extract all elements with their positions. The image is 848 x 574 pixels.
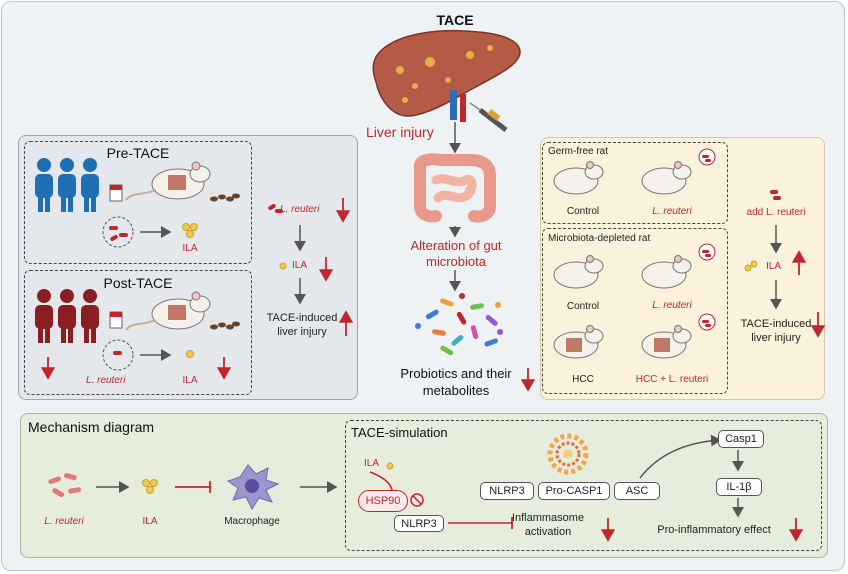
inflammasome-icon [547, 433, 589, 475]
rat-depleted-hcc [553, 325, 604, 359]
inflammasome-label-1: Inflammasome [511, 512, 585, 524]
feces-icon-post [210, 321, 240, 330]
ila-molecule-sim [386, 462, 394, 470]
sample-tube-icon [109, 184, 123, 329]
inflammasome-label-2: activation [524, 526, 572, 538]
feces-icon-pre [210, 193, 240, 202]
bacteria-circle-pre [102, 216, 134, 248]
rat-icon-pre [125, 161, 211, 201]
bacteria-circle-post [102, 339, 134, 371]
probiotics-label-2: metabolites [422, 383, 490, 398]
rat-depleted-hcc-reuteri [641, 313, 716, 359]
prohibit-icon [410, 493, 424, 507]
il1b-node: IL-1β [716, 478, 762, 496]
macrophage-label: Macrophage [224, 516, 280, 527]
pre-tace-label: Pre-TACE [106, 145, 170, 161]
ila-label-pre: ILA [182, 243, 198, 254]
bacteria-cluster-icon [415, 293, 503, 356]
rat-icon-post [125, 291, 211, 331]
post-tace-label: Post-TACE [103, 275, 173, 291]
alteration-label-1: Alteration of gut [410, 238, 502, 253]
mechanism-title: Mechanism diagram [28, 419, 155, 435]
pre-tace-box [24, 141, 252, 264]
alteration-label-2: microbiota [426, 254, 486, 269]
germfree-label: Germ-free rat [548, 146, 609, 157]
depleted-hcc-reuteri-label: HCC + L. reuteri [635, 374, 709, 385]
right-injury-label-2: liver injury [751, 332, 801, 344]
summary-injury-label-1: TACE-induced [266, 312, 338, 324]
sim-title: TACE-simulation [351, 425, 448, 440]
post-tace-box [24, 270, 252, 395]
ila-molecule-right [744, 260, 758, 272]
liver-icon [372, 30, 521, 122]
rat-depleted-control [553, 255, 604, 289]
nlrp3-lower-node: NLRP3 [394, 515, 444, 532]
depleted-box [542, 228, 728, 394]
asc-node: ASC [614, 482, 660, 500]
right-injury-label-1: TACE-induced [740, 318, 812, 330]
summary-ila-label: ILA [292, 260, 308, 271]
ila-molecule-mech [142, 479, 158, 494]
hsp90-node: HSP90 [358, 490, 408, 512]
human-figures-darkred [35, 289, 99, 343]
reuteri-label-post: L. reuteri [86, 375, 126, 386]
reuteri-small-icon [268, 204, 283, 213]
germfree-control-label: Control [566, 206, 600, 217]
figure-title: TACE [436, 12, 474, 28]
add-reuteri-label: add L. reuteri [746, 207, 806, 218]
intestine-icon [413, 153, 496, 223]
reuteri-small-icon-right [770, 190, 781, 200]
depleted-hcc-label: HCC [572, 374, 594, 385]
probiotics-label-1: Probiotics and their [400, 366, 512, 381]
ila-molecule-post [186, 350, 194, 358]
right-ila-label: ILA [766, 261, 782, 272]
reuteri-bacteria-icon [48, 473, 82, 498]
human-figures-blue [35, 158, 99, 212]
ila-label-post: ILA [182, 375, 198, 386]
rat-germfree-control [553, 161, 604, 195]
casp1-node: Casp1 [718, 430, 764, 448]
proinflam-label: Pro-inflammatory effect [657, 524, 771, 536]
summary-reuteri-label: L. reuteri [280, 204, 320, 215]
tace-simulation-box [345, 420, 822, 551]
rat-depleted-reuteri [641, 243, 716, 289]
macrophage-icon [226, 464, 280, 511]
liver-injury-label: Liver injury [366, 124, 434, 140]
depleted-control-label: Control [566, 301, 600, 312]
germfree-box [542, 142, 728, 224]
depleted-label: Microbiota-depleted rat [548, 233, 651, 244]
summary-injury-label-2: liver injury [277, 326, 327, 338]
sim-ila-label: ILA [364, 458, 380, 469]
arrow-asc-to-casp1 [639, 434, 722, 479]
mech-reuteri-label: L. reuteri [44, 516, 84, 527]
mech-ila-label: ILA [142, 516, 158, 527]
germfree-reuteri-label: L. reuteri [652, 206, 692, 217]
rat-germfree-reuteri [641, 148, 716, 195]
syringe-icon [469, 102, 508, 132]
pro-casp1-node: Pro-CASP1 [538, 482, 610, 500]
depleted-reuteri-label: L. reuteri [652, 300, 692, 311]
ila-molecule-pre [182, 223, 198, 238]
nlrp3-node: NLRP3 [480, 482, 534, 500]
